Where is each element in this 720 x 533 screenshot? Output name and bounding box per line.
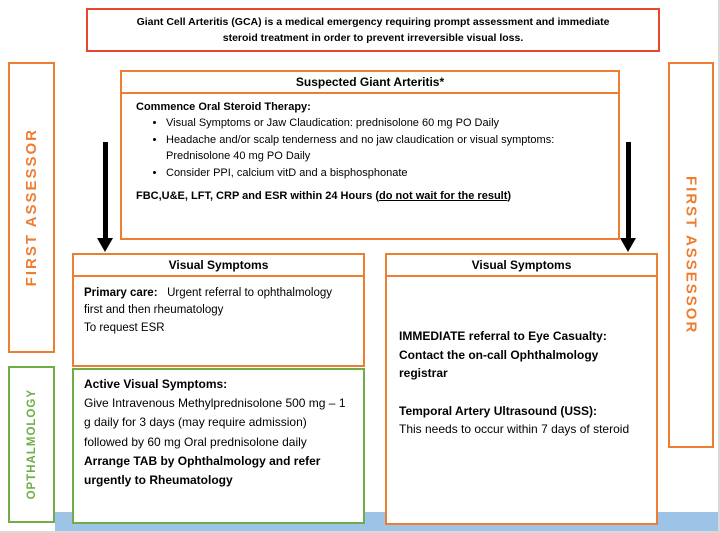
steroid-bullet-list: Visual Symptoms or Jaw Claudication: pre…: [166, 115, 606, 181]
steroid-therapy-heading: Commence Oral Steroid Therapy:: [136, 101, 311, 113]
bullet-item: Consider PPI, calcium vitD and a bisphos…: [166, 165, 606, 182]
primary-care-text: Primary care: Urgent referral to ophthal…: [74, 277, 363, 345]
labs-footer-prefix: FBC,U&E, LFT, CRP and ESR within 24 Hour…: [136, 190, 380, 202]
first-assessor-left-label: FIRST ASSESSOR: [23, 128, 40, 287]
down-arrow-left: [97, 142, 113, 252]
arrow-shaft: [625, 142, 631, 238]
visual-symptoms-title-left: Visual Symptoms: [74, 255, 363, 277]
arrow-shaft: [102, 142, 108, 238]
arrange-tab-text: Arrange TAB by Ophthalmology and refer u…: [84, 453, 321, 487]
emergency-banner: Giant Cell Arteritis (GCA) is a medical …: [86, 8, 660, 52]
opthalmology-label: OPTHALMOLOGY: [25, 389, 38, 500]
emergency-banner-text: Giant Cell Arteritis (GCA) is a medical …: [136, 15, 610, 44]
immediate-referral-text: IMMEDIATE referral to Eye Casualty: Cont…: [399, 329, 607, 381]
primary-care-lead: Primary care:: [84, 287, 168, 299]
opthalmology-rail: OPTHALMOLOGY: [8, 366, 55, 523]
first-assessor-right-label: FIRST ASSESSOR: [682, 175, 700, 335]
active-visual-body: Give Intravenous Methylprednisolone 500 …: [84, 396, 346, 449]
primary-care-body: Urgent referral to ophthalmology first a…: [84, 287, 333, 334]
labs-footer: FBC,U&E, LFT, CRP and ESR within 24 Hour…: [136, 190, 606, 202]
bullet-item: Headache and/or scalp tenderness and no …: [166, 132, 606, 165]
uss-body: This needs to occur within 7 days of ste…: [399, 422, 630, 437]
suspected-arteritis-title: Suspected Giant Arteritis*: [122, 72, 618, 94]
uss-heading: Temporal Artery Ultrasound (USS):: [399, 403, 598, 418]
suspected-arteritis-content: Commence Oral Steroid Therapy: Visual Sy…: [122, 94, 618, 202]
arrow-head: [620, 238, 636, 252]
first-assessor-left-rail: FIRST ASSESSOR: [8, 62, 55, 353]
active-visual-heading: Active Visual Symptoms:: [84, 377, 228, 391]
bullet-item: Visual Symptoms or Jaw Claudication: pre…: [166, 115, 606, 132]
first-assessor-right-rail: FIRST ASSESSOR: [668, 62, 714, 448]
visual-symptoms-title-right: Visual Symptoms: [387, 255, 656, 277]
eye-casualty-box: Visual Symptoms IMMEDIATE referral to Ey…: [385, 253, 658, 525]
down-arrow-right: [620, 142, 636, 252]
visual-symptoms-primary-care-box: Visual Symptoms Primary care: Urgent ref…: [72, 253, 365, 367]
active-visual-symptoms-box: Active Visual Symptoms: Give Intravenous…: [72, 368, 365, 524]
eye-casualty-content: IMMEDIATE referral to Eye Casualty: Cont…: [387, 277, 656, 439]
labs-footer-suffix: ): [507, 190, 512, 202]
arrow-head: [97, 238, 113, 252]
suspected-arteritis-box: Suspected Giant Arteritis* Commence Oral…: [120, 70, 620, 240]
labs-footer-underlined: do not wait for the result: [379, 190, 508, 202]
